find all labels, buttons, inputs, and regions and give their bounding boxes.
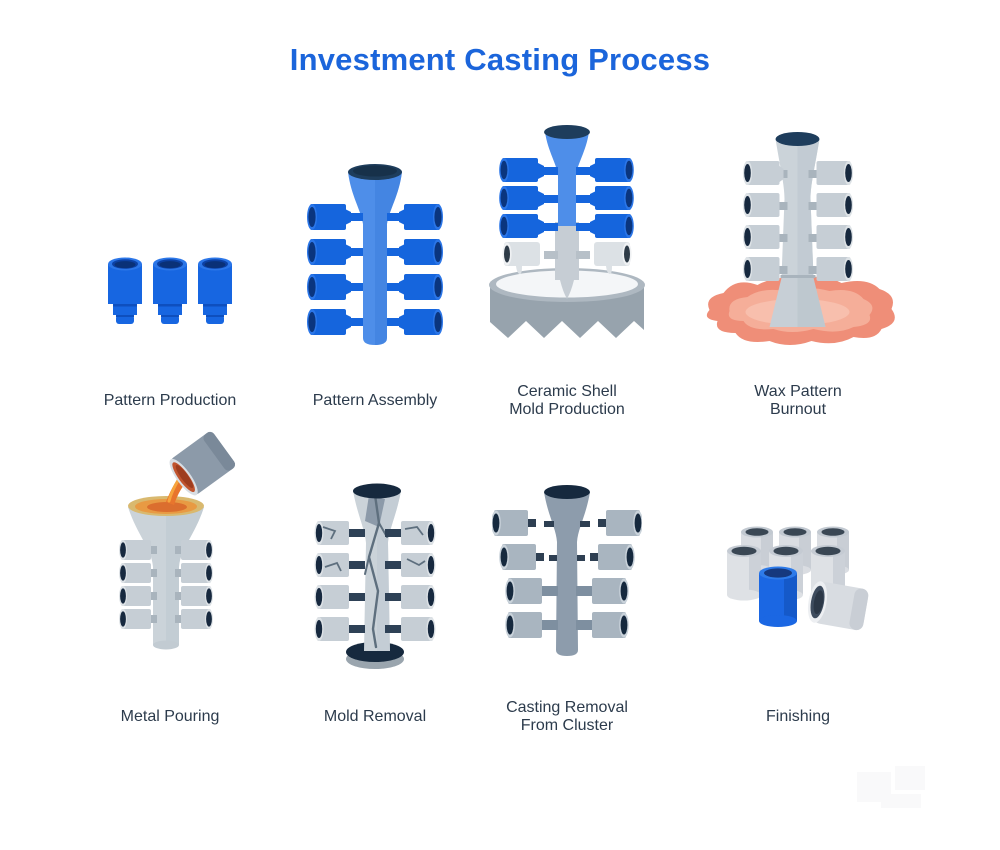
step-label: Casting Removal From Cluster xyxy=(506,699,628,734)
step-pattern-production: Pattern Production xyxy=(70,100,270,420)
funnel-opening xyxy=(544,125,590,139)
step-metal-pouring: Metal Pouring xyxy=(70,420,270,740)
step-label: Pattern Production xyxy=(103,392,237,409)
cylinder-cluster xyxy=(314,521,436,641)
blue-casting xyxy=(759,566,797,627)
step-label: Finishing xyxy=(765,708,831,725)
metal-pouring-illustration xyxy=(119,431,236,650)
step-ceramic-shell: Ceramic Shell Mold Production xyxy=(467,100,667,420)
pattern-assembly-illustration xyxy=(307,164,443,345)
step-label: Mold Removal xyxy=(323,708,427,725)
step-label: Pattern Assembly xyxy=(312,392,438,409)
cylinder-cluster xyxy=(307,204,443,335)
step-label: Wax Pattern Burnout xyxy=(754,383,842,418)
coated-cylinder xyxy=(502,242,558,274)
wax-pattern-cylinder xyxy=(108,257,142,324)
lying-casting xyxy=(807,581,869,631)
attached-casting xyxy=(505,578,558,604)
step-pattern-assembly: Pattern Assembly xyxy=(275,100,475,420)
step-casting-removal: Casting Removal From Cluster xyxy=(467,420,667,740)
cylinder-cluster xyxy=(119,540,213,629)
detached-casting xyxy=(499,544,557,570)
detached-casting xyxy=(577,544,635,570)
sprue-tree xyxy=(545,132,589,226)
funnel-opening xyxy=(775,132,820,146)
page-title: Investment Casting Process xyxy=(289,42,711,77)
step-label: Ceramic Shell Mold Production xyxy=(509,383,625,418)
crucible xyxy=(169,431,236,496)
cylinder-cluster xyxy=(742,161,854,281)
mold-removal-illustration xyxy=(314,483,436,669)
wax-pattern-cylinder xyxy=(153,257,187,324)
cylinder-cluster xyxy=(499,158,634,274)
watermark xyxy=(857,760,942,810)
step-finishing: Finishing xyxy=(698,420,898,740)
finished-casting xyxy=(727,545,761,601)
coated-cylinder xyxy=(576,242,632,274)
step-wax-burnout: Wax Pattern Burnout xyxy=(698,100,898,420)
funnel-opening xyxy=(353,483,401,499)
detached-casting xyxy=(492,510,554,536)
wax-pattern-cylinder xyxy=(198,257,232,324)
shell-tree xyxy=(128,507,204,650)
coated-stem xyxy=(555,222,579,299)
funnel-with-molten-metal xyxy=(128,496,204,516)
pattern-production-illustration xyxy=(108,257,232,324)
casting-removal-illustration xyxy=(492,485,642,656)
sprue-tree xyxy=(544,492,590,656)
finishing-illustration xyxy=(727,526,869,631)
detached-casting xyxy=(580,510,642,536)
wax-burnout-illustration xyxy=(706,132,895,345)
funnel-opening xyxy=(544,485,590,499)
attached-casting xyxy=(505,612,558,638)
ceramic-shell-illustration xyxy=(489,125,645,338)
attached-casting xyxy=(576,612,629,638)
attached-casting xyxy=(576,578,629,604)
step-mold-removal: Mold Removal xyxy=(275,420,475,740)
step-label: Metal Pouring xyxy=(120,708,220,725)
